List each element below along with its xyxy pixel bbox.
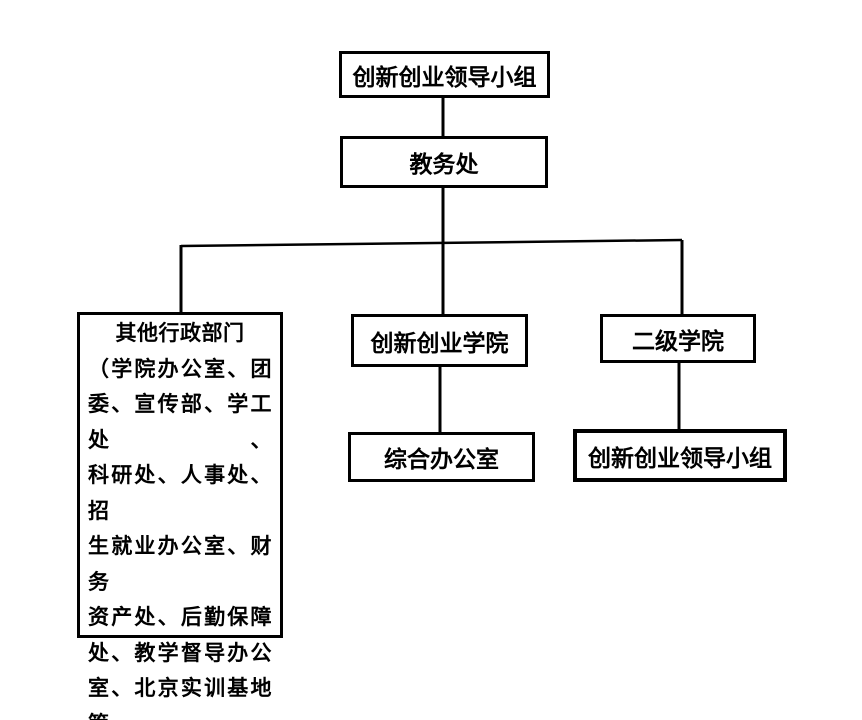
- node-academic-affairs-office-label: 教务处: [409, 151, 479, 177]
- node-leading-group-secondary: 创新创业领导小组: [573, 429, 787, 482]
- node-academic-affairs-office: 教务处: [340, 136, 548, 188]
- node-innovation-college-label: 创新创业学院: [370, 329, 509, 356]
- other-departments-line: 处、教学督导办公: [88, 641, 272, 665]
- node-general-office-label: 综合办公室: [384, 446, 499, 472]
- edge-branch-bar: [180, 238, 683, 248]
- node-secondary-colleges-label: 二级学院: [632, 327, 724, 354]
- node-leading-group-top: 创新创业领导小组: [339, 51, 550, 98]
- node-general-office: 综合办公室: [348, 432, 535, 482]
- other-departments-line: 生就业办公室、财务: [88, 535, 272, 594]
- node-other-departments: 其他行政部门 （学院办公室、团 委、宣传部、学工处、 科研处、人事处、招 生就业…: [77, 312, 283, 720]
- node-secondary-colleges: 二级学院: [600, 314, 756, 363]
- other-departments-line: 室、北京实训基地管: [88, 677, 272, 720]
- other-departments-line: 其他行政部门: [115, 322, 245, 345]
- other-departments-line: （学院办公室、团: [88, 357, 272, 381]
- node-leading-group-top-label: 创新创业领导小组: [352, 63, 537, 90]
- other-departments-line: 科研处、人事处、招: [88, 464, 272, 523]
- other-departments-line: 委、宣传部、学工处、: [88, 393, 272, 452]
- node-innovation-college: 创新创业学院: [351, 314, 528, 367]
- other-departments-line: 资产处、后勤保障: [88, 606, 272, 629]
- node-leading-group-secondary-label: 创新创业领导小组: [588, 444, 772, 471]
